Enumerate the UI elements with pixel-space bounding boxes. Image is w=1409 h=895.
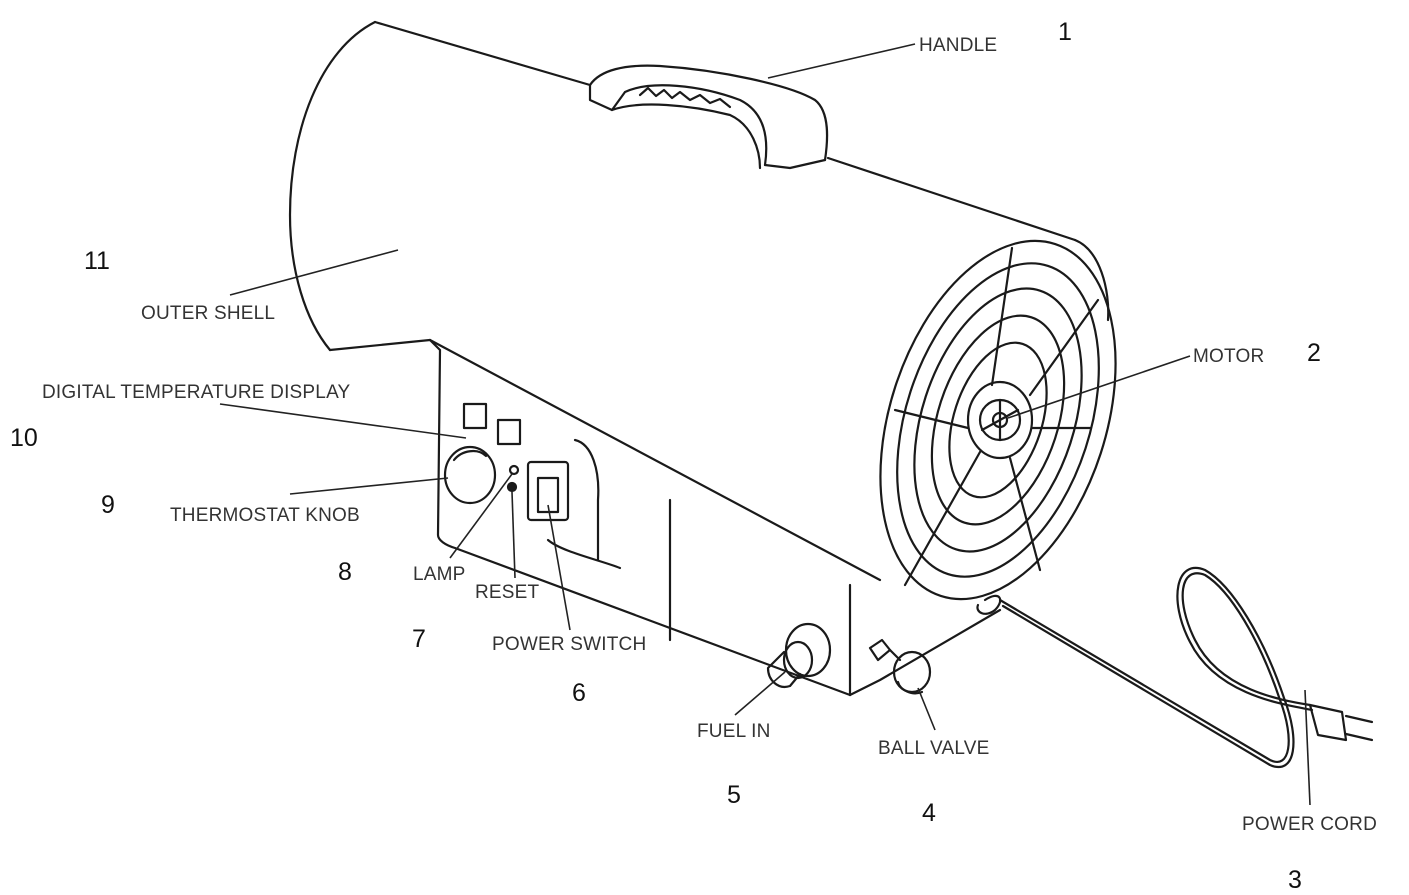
fan-guard-drawing [879, 239, 1117, 601]
number-outer-shell: 11 [84, 247, 110, 275]
ball-valve-drawing [868, 638, 932, 695]
label-reset: RESET [475, 582, 540, 603]
number-ball-valve: 4 [922, 799, 936, 827]
number-lamp: 8 [338, 558, 352, 586]
outer-shell-drawing [288, 20, 1110, 582]
leader-outer-shell [229, 249, 399, 296]
label-motor: MOTOR [1193, 346, 1264, 367]
leader-lines [219, 43, 1311, 806]
label-handle: HANDLE [919, 35, 997, 56]
control-panel-drawing [428, 338, 1002, 697]
leader-handle [767, 43, 916, 79]
label-lamp: LAMP [413, 564, 466, 585]
label-thermostat-knob: THERMOSTAT KNOB [170, 505, 360, 526]
leader-thermostat-knob [289, 477, 449, 495]
number-fuel-in: 5 [727, 781, 741, 809]
leader-motor [1007, 355, 1191, 419]
power-cord-drawing [976, 566, 1374, 768]
number-motor: 2 [1307, 339, 1321, 367]
number-reset: 7 [412, 625, 426, 653]
number-handle: 1 [1058, 18, 1072, 46]
leader-digital-temperature-display [219, 403, 467, 439]
leader-lamp [449, 473, 513, 559]
label-ball-valve: BALL VALVE [878, 738, 990, 759]
leader-fuel-in [734, 671, 786, 716]
handle-drawing [588, 64, 829, 170]
leader-power-cord [1304, 689, 1311, 806]
heater-illustration [288, 20, 1374, 768]
label-fuel-in: FUEL IN [697, 721, 771, 742]
label-outer-shell: OUTER SHELL [141, 303, 275, 324]
leader-reset [511, 491, 516, 579]
number-digital-temperature-display: 10 [10, 424, 38, 452]
fuel-inlet-drawing [766, 622, 832, 688]
number-thermostat-knob: 9 [101, 491, 115, 519]
number-power-switch: 6 [572, 679, 586, 707]
label-digital-temperature-display: DIGITAL TEMPERATURE DISPLAY [42, 382, 351, 403]
leader-power-switch [547, 504, 571, 631]
callout-numbers: 1 2 3 4 5 6 7 8 9 10 11 [10, 18, 1321, 894]
leader-ball-valve [917, 687, 936, 731]
label-power-switch: POWER SWITCH [492, 634, 646, 655]
label-power-cord: POWER CORD [1242, 814, 1377, 835]
callout-labels: HANDLE MOTOR POWER CORD BALL VALVE FUEL … [42, 35, 1377, 835]
number-power-cord: 3 [1288, 866, 1302, 894]
